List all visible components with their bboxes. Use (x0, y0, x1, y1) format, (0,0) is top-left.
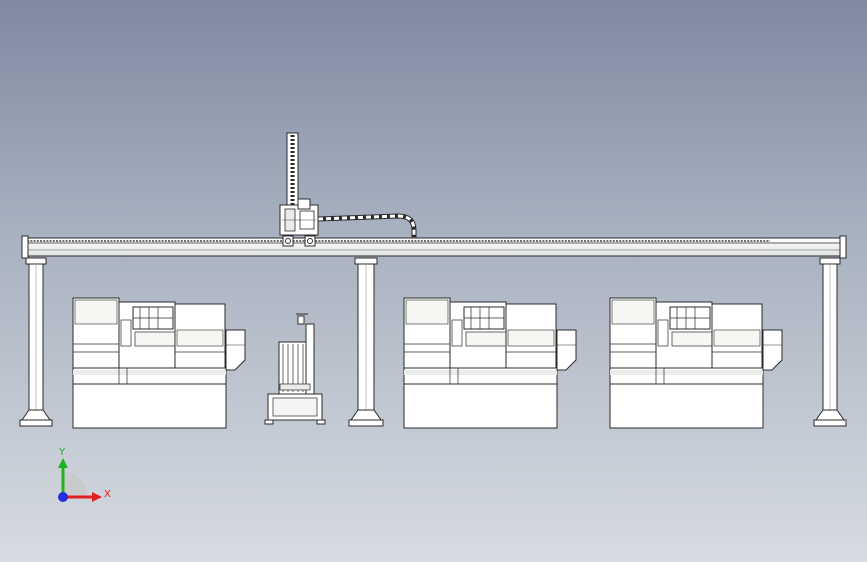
x-axis-label: X (104, 489, 111, 500)
y-axis-label: Y (58, 447, 66, 458)
support-column-middle[interactable] (348, 257, 384, 427)
cnc-machines (72, 297, 783, 429)
support-column-left[interactable] (19, 257, 53, 427)
cable-chain[interactable] (317, 213, 417, 238)
y-axis-arrow (58, 458, 68, 497)
x-axis-arrow (63, 492, 102, 502)
gantry-carriage[interactable] (279, 198, 319, 247)
z-axis-arm[interactable] (286, 132, 299, 212)
z-axis-dot (58, 492, 68, 502)
cnc-lathe-2[interactable] (403, 297, 577, 429)
gantry-beam[interactable] (21, 235, 847, 259)
support-column-right[interactable] (813, 257, 847, 427)
material-rack[interactable] (264, 313, 326, 425)
orientation-triad: Y X (58, 447, 111, 502)
cnc-lathe-1[interactable] (72, 297, 246, 429)
cnc-lathe-3[interactable] (609, 297, 783, 429)
